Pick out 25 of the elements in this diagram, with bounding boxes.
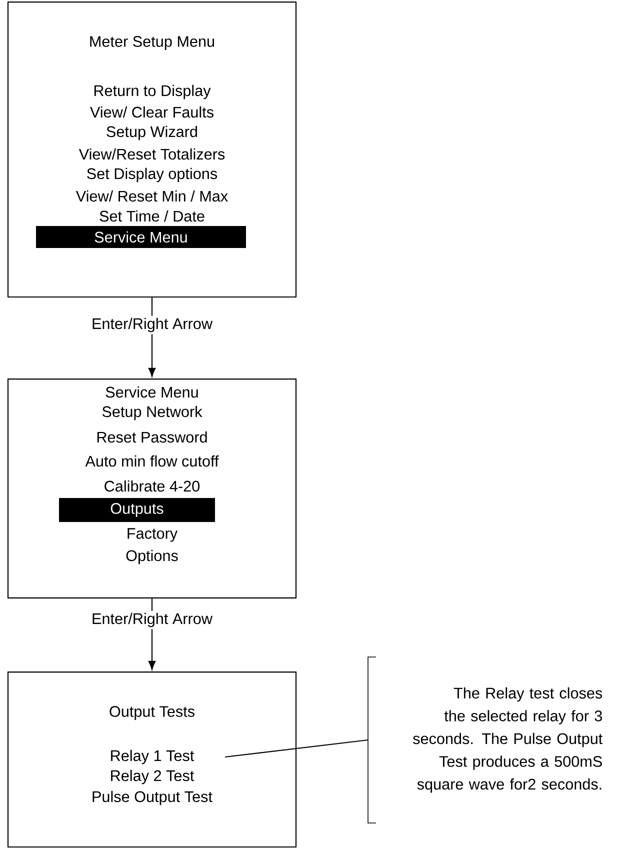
menu-item: Calibrate 4-20 (104, 480, 200, 492)
menu-item: Setup Network (102, 406, 202, 420)
menu-item: Pulse Output Test (92, 790, 212, 806)
menu-item: Service Menu (94, 231, 187, 243)
menu-item: View/Reset Totalizers (78, 148, 225, 160)
menu-item: Relay 1 Test (111, 750, 194, 764)
menu-item: Set Time / Date (100, 210, 204, 222)
menu-item: Set Display options (87, 168, 218, 182)
menu-title: Output Tests (110, 706, 194, 720)
edge-label: Enter/Right Arrow (90, 316, 214, 334)
menu-item: Options (126, 550, 178, 564)
menu-item: View/ Clear Faults (90, 106, 214, 118)
leader-line (224, 739, 368, 758)
menu-title: Service Menu (106, 386, 198, 398)
note-text: The Relay test closes the selected relay for 3 seconds. The Pulse Output Test produces a 500mS square wave for2 seconds. (413, 687, 603, 793)
menu-item: Setup Wizard (106, 126, 197, 140)
menu-item: Outputs (110, 503, 164, 517)
edge-label: Enter/Right Arrow (90, 610, 214, 630)
menu-item: Return to Display (94, 84, 211, 100)
menu-item: Reset Password (97, 431, 207, 443)
menu-item: Auto min flow cutoff (85, 455, 219, 467)
menu-item: Relay 2 Test (111, 770, 194, 784)
menu-title: Meter Setup Menu (90, 36, 214, 50)
menu-item: Factory (128, 528, 178, 542)
menu-item: View/ Reset Min / Max (76, 190, 228, 202)
